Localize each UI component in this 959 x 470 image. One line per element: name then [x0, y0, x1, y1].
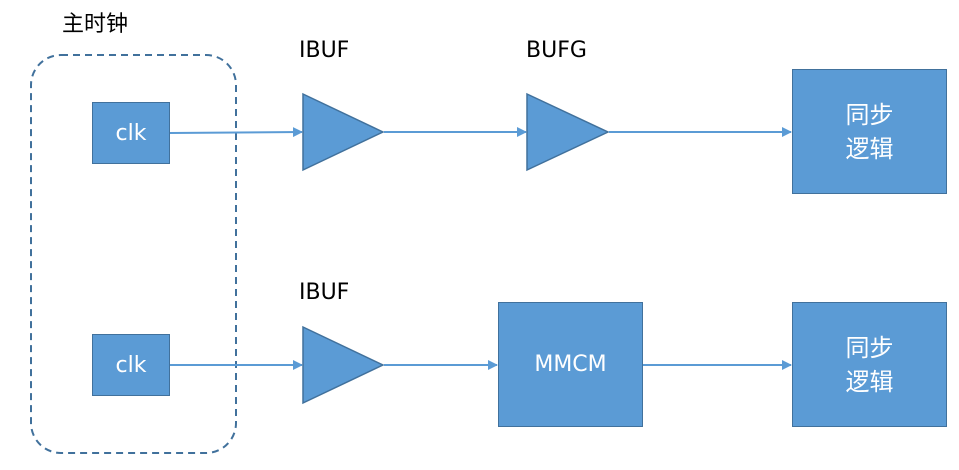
clk-source-bottom: clk	[92, 334, 170, 396]
bufg-triangle	[526, 92, 610, 172]
sync-logic-bottom-line2: 逻辑	[845, 367, 894, 396]
bufg-label: BUFG	[526, 38, 587, 63]
arrow-clk-to-ibuf-top	[169, 127, 303, 138]
sync-logic-top-line2: 逻辑	[845, 134, 894, 163]
sync-logic-bottom: 同步 逻辑	[792, 302, 947, 427]
ibuf-bottom-label: IBUF	[299, 280, 350, 305]
main-clock-label: 主时钟	[62, 12, 129, 37]
sync-logic-bottom-line1: 同步	[845, 333, 894, 362]
clk-source-top-label: clk	[115, 120, 147, 146]
sync-logic-top-line1: 同步	[845, 100, 894, 129]
clk-source-top: clk	[92, 102, 170, 164]
mmcm-block: MMCM	[498, 302, 643, 427]
main-clock-group-boundary	[30, 54, 237, 454]
mmcm-block-label: MMCM	[534, 352, 607, 377]
ibuf-top-triangle	[302, 92, 385, 172]
sync-logic-top: 同步 逻辑	[792, 69, 947, 194]
ibuf-top-label: IBUF	[299, 38, 350, 63]
clk-source-bottom-label: clk	[115, 352, 147, 378]
ibuf-bottom-triangle	[302, 325, 385, 405]
